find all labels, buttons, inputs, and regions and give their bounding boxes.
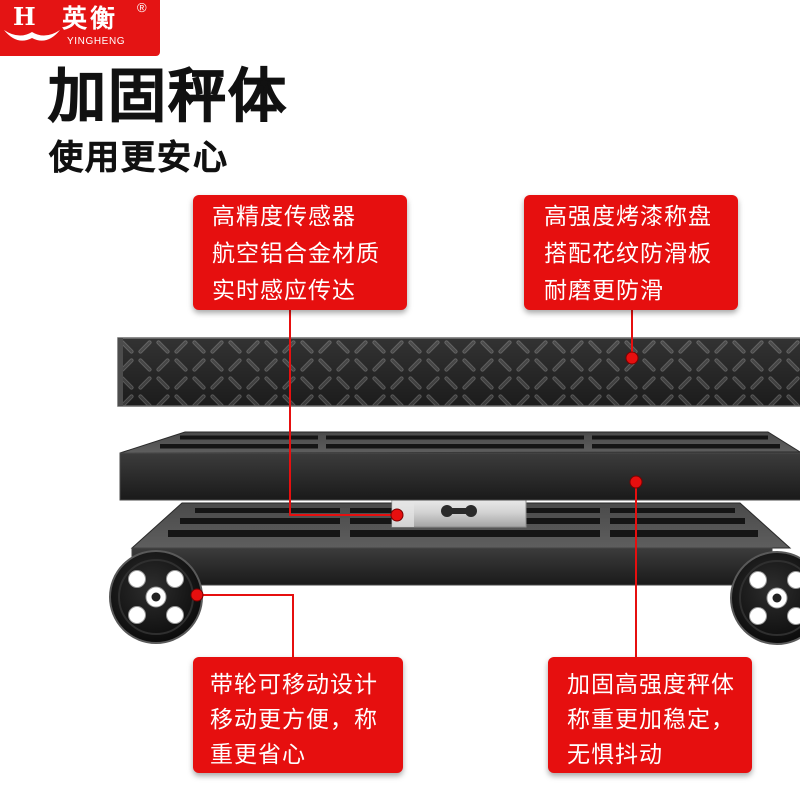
connector-frame: [629, 475, 643, 657]
headline-subtitle: 使用更安心: [49, 138, 229, 179]
callout-line-text: 耐磨更防滑: [544, 278, 664, 304]
brand-logo: H 英衡 ® YINGHENG: [0, 0, 160, 56]
grid-slot: [160, 444, 318, 449]
callout-line-text: 高精度传感器: [212, 204, 356, 230]
connector-sensor: [289, 310, 404, 522]
wheel-axle: [151, 592, 161, 602]
pan-frame-front: [119, 452, 800, 501]
connector-dot: [625, 351, 639, 365]
logo-latin-name: YINGHENG: [67, 36, 126, 47]
callout-line-text: 重更省心: [210, 742, 306, 768]
pan-frame-top: [119, 431, 800, 454]
grid-slot: [592, 444, 780, 449]
wheel-holes: [749, 571, 800, 625]
base-frame-front: [131, 547, 773, 586]
logo-mark: H: [13, 2, 36, 31]
callout-line-text: 加固高强度秤体: [567, 672, 735, 698]
connector-pan: [625, 310, 639, 365]
callout-line-text: 实时感应传达: [212, 278, 356, 304]
wheel-rim: [739, 560, 800, 636]
grid-slot: [180, 518, 340, 524]
connector-line: [197, 594, 294, 657]
grid-slot: [168, 530, 340, 537]
registered-mark: ®: [137, 0, 147, 15]
pan-frame-slots: [160, 435, 780, 449]
callout-pan: 高强度烤漆称盘 搭配花纹防滑板 耐磨更防滑: [524, 195, 738, 310]
wheel-axle: [772, 593, 782, 603]
tread-plate-shine: [118, 338, 800, 406]
connector-dot: [190, 588, 204, 602]
callout-wheels: 带轮可移动设计 移动更方便，称 重更省心: [193, 657, 403, 773]
logo-name: 英衡: [62, 4, 119, 33]
wheel-left: [109, 550, 203, 644]
wheel-right: [730, 551, 800, 645]
callout-frame: 加固高强度秤体 称重更加稳定， 无惧抖动: [548, 657, 752, 773]
grid-slot: [180, 435, 318, 440]
pan-frame: [119, 431, 800, 501]
callout-line-text: 移动更方便，称: [210, 707, 378, 733]
grid-slot: [610, 508, 735, 513]
grid-slot: [592, 435, 768, 440]
logo-wing-icon: [4, 30, 60, 41]
callout-line-text: 搭配花纹防滑板: [544, 241, 712, 267]
connector-wheels: [190, 588, 294, 657]
sensor-cutout: [441, 505, 477, 517]
top-plate: [117, 337, 800, 407]
connector-dot: [629, 475, 643, 489]
callout-line-text: 称重更加稳定，: [567, 707, 735, 733]
tread-plate-end: [118, 338, 123, 406]
grid-slot: [326, 435, 584, 440]
callout-line-text: 无惧抖动: [567, 742, 663, 768]
wheel-holes: [128, 570, 184, 624]
connector-dot: [390, 508, 404, 522]
callout-line-text: 航空铝合金材质: [212, 241, 380, 267]
grid-slot: [610, 530, 758, 537]
grid-slot: [195, 508, 340, 513]
callout-line-text: 高强度烤漆称盘: [544, 204, 712, 230]
grid-slot: [326, 444, 584, 449]
grid-slot: [350, 530, 600, 537]
headline-title: 加固秤体: [47, 62, 289, 130]
callout-sensor: 高精度传感器 航空铝合金材质 实时感应传达: [193, 195, 407, 310]
connector-line: [289, 310, 397, 516]
callout-line-text: 带轮可移动设计: [210, 672, 378, 698]
grid-slot: [610, 518, 745, 524]
